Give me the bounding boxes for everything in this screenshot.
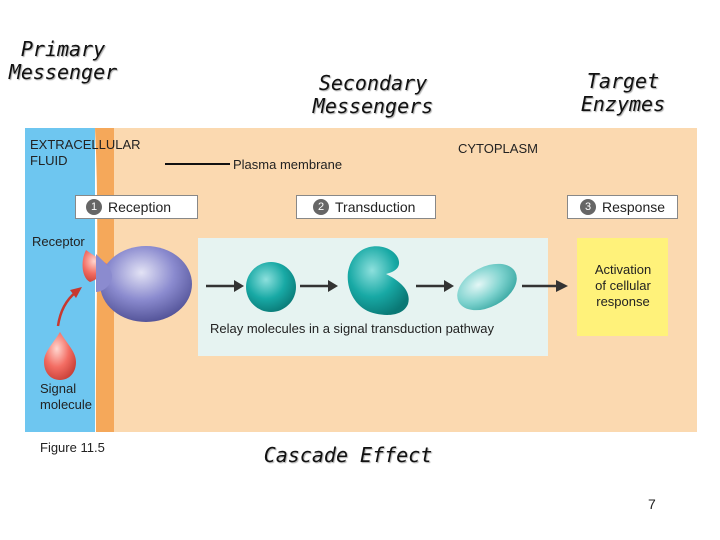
page-number: 7	[648, 496, 656, 512]
step-number-badge: 1	[86, 199, 102, 215]
cytoplasm-label: CYTOPLASM	[458, 141, 538, 156]
step-reception: 1 Reception	[75, 195, 198, 219]
step-label: Response	[602, 199, 666, 215]
signal-molecule-shape	[44, 332, 76, 380]
primary-messenger-title: Primary Messenger	[8, 37, 118, 84]
figure-label: Figure 11.5	[40, 440, 105, 455]
arrow-3-head	[444, 280, 454, 292]
arrow-2-head	[328, 280, 338, 292]
arrow-4-head	[556, 280, 568, 292]
step-label: Reception	[108, 199, 172, 215]
extracellular-region	[25, 128, 95, 432]
activation-box	[577, 238, 668, 336]
cascade-effect-title: Cascade Effect	[263, 443, 433, 467]
plasma-membrane-label: Plasma membrane	[233, 157, 343, 172]
arrow-1-head	[234, 280, 244, 292]
relay-molecules-label: Relay molecules in a signal transduction…	[210, 321, 494, 336]
extracellular-fluid-label: EXTRACELLULAR FLUID	[30, 137, 141, 168]
receptor-label: Receptor	[32, 234, 85, 249]
target-enzymes-title: Target Enzymes	[580, 69, 666, 116]
signal-binding-arrowhead	[70, 287, 82, 298]
receptor-pocket	[96, 254, 112, 292]
relay-molecule-3	[457, 263, 517, 311]
relay-molecule-1	[246, 262, 296, 312]
activation-label: Activation of cellular response	[594, 262, 652, 309]
step-number-badge: 3	[580, 199, 596, 215]
secondary-messengers-title: Secondary Messengers	[312, 71, 434, 118]
step-response: 3 Response	[567, 195, 678, 219]
step-label: Transduction	[335, 199, 416, 215]
step-transduction: 2 Transduction	[296, 195, 436, 219]
step-number-badge: 2	[313, 199, 329, 215]
signal-molecule-label: Signal molecule	[40, 381, 93, 412]
relay-molecule-2	[347, 246, 409, 315]
receptor-protein	[100, 246, 192, 322]
